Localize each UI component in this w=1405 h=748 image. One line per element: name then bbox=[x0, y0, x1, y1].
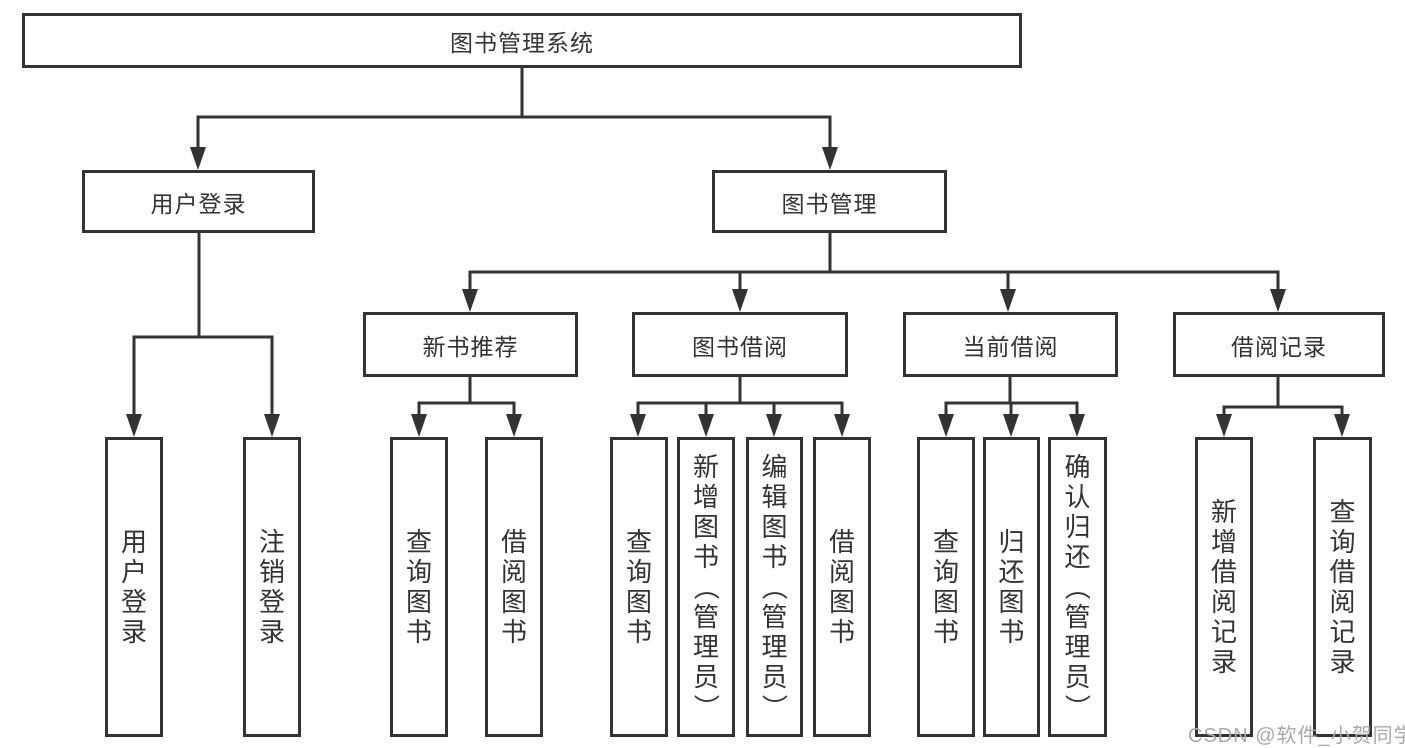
node-book-management-label: 图书管理 bbox=[781, 190, 878, 217]
node-book-management: 图书管理 bbox=[712, 170, 947, 233]
leaf-logout-label: 注销登录 bbox=[258, 527, 285, 647]
leaf-current-query-book-label: 查询图书 bbox=[932, 527, 959, 647]
node-book-borrow-label: 图书借阅 bbox=[692, 333, 788, 360]
leaf-add-borrow-record: 新增借阅记录 bbox=[1195, 437, 1253, 737]
node-new-book-recommend: 新书推荐 bbox=[363, 312, 578, 377]
leaf-recommend-query-book-label: 查询图书 bbox=[405, 527, 432, 647]
leaf-logout: 注销登录 bbox=[243, 437, 301, 737]
leaf-query-borrow-record-label: 查询借阅记录 bbox=[1329, 497, 1356, 677]
node-current-borrow: 当前借阅 bbox=[903, 312, 1118, 377]
node-book-borrow: 图书借阅 bbox=[632, 312, 848, 377]
leaf-query-borrow-record: 查询借阅记录 bbox=[1313, 437, 1372, 737]
csdn-watermark: CSDN @软件_小贺同学 bbox=[1188, 725, 1405, 747]
leaf-return-book: 归还图书 bbox=[983, 437, 1040, 737]
node-user-login: 用户登录 bbox=[82, 170, 315, 233]
arrowheads bbox=[126, 147, 1350, 437]
node-library-system-label: 图书管理系统 bbox=[450, 29, 594, 56]
leaf-add-book-admin: 新增图书（管理员） bbox=[677, 437, 735, 737]
leaf-add-borrow-record-label: 新增借阅记录 bbox=[1210, 497, 1237, 677]
leaf-edit-book-admin: 编辑图书（管理员） bbox=[746, 437, 803, 737]
leaf-borrow-book: 借阅图书 bbox=[813, 437, 871, 737]
leaf-recommend-borrow-book: 借阅图书 bbox=[485, 437, 543, 737]
node-user-login-label: 用户登录 bbox=[150, 190, 247, 217]
leaf-add-book-admin-label: 新增图书（管理员） bbox=[690, 452, 721, 721]
leaf-confirm-return-admin: 确认归还（管理员） bbox=[1048, 437, 1107, 737]
leaf-borrow-query-book: 查询图书 bbox=[610, 437, 668, 737]
leaf-borrow-book-label: 借阅图书 bbox=[828, 527, 855, 647]
leaf-recommend-borrow-book-label: 借阅图书 bbox=[500, 527, 527, 647]
node-borrow-records: 借阅记录 bbox=[1173, 312, 1385, 377]
leaf-borrow-query-book-label: 查询图书 bbox=[625, 527, 652, 647]
leaf-user-login: 用户登录 bbox=[105, 437, 163, 737]
leaf-current-query-book: 查询图书 bbox=[917, 437, 975, 737]
leaf-user-login-label: 用户登录 bbox=[120, 527, 147, 647]
leaf-recommend-query-book: 查询图书 bbox=[390, 437, 448, 737]
node-new-book-recommend-label: 新书推荐 bbox=[422, 333, 519, 360]
node-borrow-records-label: 借阅记录 bbox=[1231, 333, 1327, 360]
leaf-edit-book-admin-label: 编辑图书（管理员） bbox=[759, 452, 790, 721]
node-current-borrow-label: 当前借阅 bbox=[962, 333, 1059, 360]
leaf-return-book-label: 归还图书 bbox=[998, 527, 1025, 647]
leaf-confirm-return-admin-label: 确认归还（管理员） bbox=[1062, 452, 1093, 721]
node-library-system: 图书管理系统 bbox=[22, 13, 1022, 68]
